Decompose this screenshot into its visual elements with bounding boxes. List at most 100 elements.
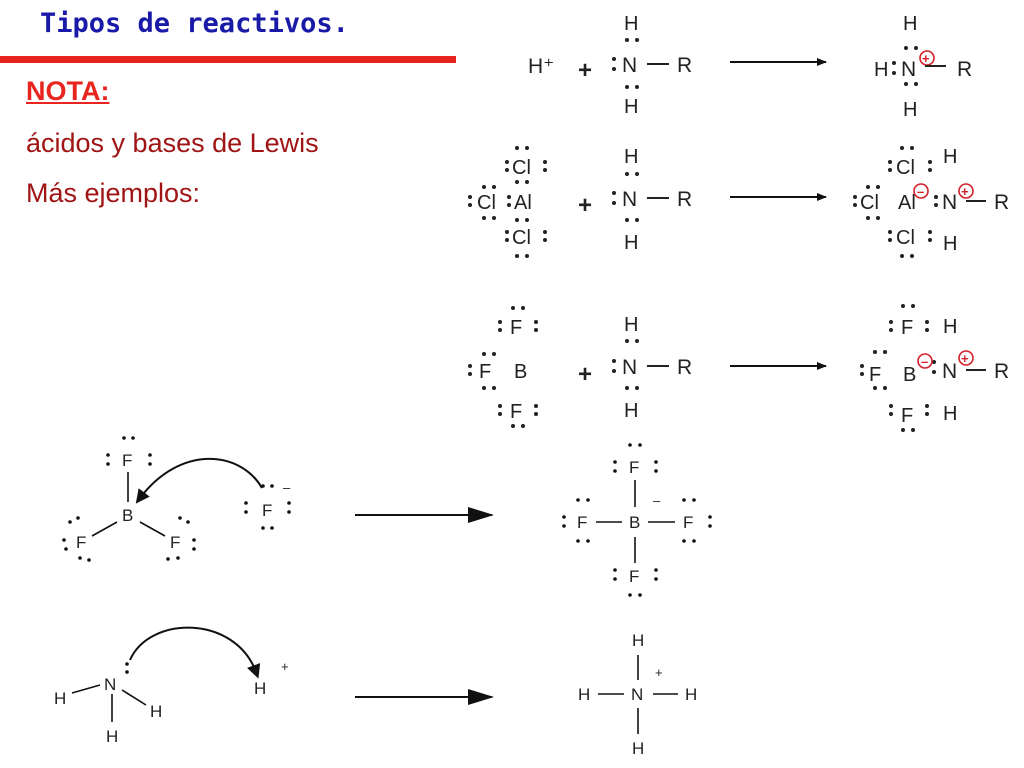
reaction-row-4: F B F F F – F F B – F	[62, 436, 712, 597]
atom-h: H	[943, 316, 957, 338]
plus-sign: +	[578, 192, 592, 219]
charge-plus: +	[961, 351, 969, 366]
atom-r: R	[994, 191, 1009, 214]
atom-h: H	[943, 146, 957, 168]
atom-n: N	[631, 685, 643, 704]
plus-sign: +	[578, 361, 592, 388]
atom-f: F	[869, 364, 881, 386]
charge-minus: –	[653, 493, 661, 508]
atom-r: R	[677, 188, 692, 211]
atom-f: F	[262, 501, 272, 520]
atom-f: F	[577, 513, 587, 532]
lone-pair-dots	[612, 339, 639, 390]
atom-b: B	[122, 506, 133, 525]
lone-pair-dots	[62, 436, 291, 562]
atom-f: F	[629, 567, 639, 586]
atom-h: H	[874, 59, 888, 81]
title-underline-bar	[0, 56, 456, 63]
atom-r: R	[994, 360, 1009, 383]
bond	[91, 521, 118, 537]
lone-pair-dots	[468, 306, 538, 428]
atom-n: N	[942, 191, 957, 214]
atom-h: H	[624, 314, 638, 336]
lone-pair-dots	[612, 38, 639, 89]
atom-h: H	[624, 146, 638, 168]
atom-b: B	[629, 513, 640, 532]
note-line-lewis: ácidos y bases de Lewis	[26, 128, 319, 158]
atom-h: H	[624, 96, 638, 118]
atom-cl: Cl	[512, 157, 531, 179]
atom-al: Al	[898, 192, 916, 214]
atom-cl: Cl	[860, 192, 879, 214]
charge-minus: –	[283, 480, 291, 495]
atom-f: F	[510, 401, 522, 423]
atom-h: H	[685, 685, 697, 704]
atom-b: B	[903, 364, 916, 386]
lone-pair-dots	[612, 172, 639, 222]
bond-pair-dots	[892, 46, 918, 86]
bond	[139, 521, 166, 537]
atom-f: F	[683, 513, 693, 532]
atom-cl: Cl	[896, 227, 915, 249]
atom-n: N	[942, 360, 957, 383]
negative-charge-icon	[913, 183, 929, 199]
lone-pair-dots	[125, 662, 129, 674]
charge-plus: +	[961, 184, 969, 199]
atom-h: H	[903, 13, 917, 35]
atom-f: F	[629, 458, 639, 477]
atom-f: F	[901, 317, 913, 339]
atom-h: H	[54, 689, 66, 708]
lone-pair-dots	[853, 146, 938, 258]
charge-plus: +	[922, 51, 930, 66]
charge-minus: –	[921, 354, 928, 369]
lone-pair-dots	[468, 146, 547, 258]
atom-r: R	[677, 356, 692, 379]
negative-charge-icon	[917, 353, 933, 369]
atom-f: F	[510, 317, 522, 339]
reaction-row-2: Cl Cl Al Cl + H N R H Cl Cl	[468, 146, 1009, 258]
positive-charge-icon	[958, 350, 974, 366]
atom-n: N	[901, 58, 916, 81]
atom-h: H	[254, 679, 266, 698]
reaction-row-5: N H H H H + H H N + H H	[54, 626, 697, 758]
note-line-examples: Más ejemplos:	[26, 178, 201, 208]
atom-h: H	[632, 739, 644, 758]
reaction-row-1: H⁺ + H N R H H H N + R H	[528, 13, 972, 121]
lone-pair-dots	[860, 304, 936, 432]
atom-h: H	[106, 727, 118, 746]
atom-r: R	[677, 54, 692, 77]
atom-n: N	[104, 675, 116, 694]
atom-r: R	[957, 58, 972, 81]
atom-al: Al	[514, 192, 532, 214]
atom-f: F	[479, 361, 491, 383]
charge-plus: +	[655, 665, 663, 680]
atom-h: H	[624, 13, 638, 35]
atom-h: H	[632, 631, 644, 650]
atom-n: N	[622, 54, 637, 77]
bond	[71, 684, 101, 694]
reaction-row-3: F F B F + H N R H F F B	[468, 304, 1009, 432]
reactant-proton: H⁺	[528, 55, 554, 78]
atom-n: N	[622, 356, 637, 379]
atom-f: F	[170, 533, 180, 552]
atom-h: H	[150, 702, 162, 721]
slide-title: Tipos de reactivos.	[40, 8, 349, 39]
charge-plus: +	[281, 659, 289, 674]
atom-cl: Cl	[512, 227, 531, 249]
atom-h: H	[943, 233, 957, 255]
atom-f: F	[901, 405, 913, 427]
lone-pair-dots	[562, 443, 712, 597]
atom-f: F	[76, 533, 86, 552]
atom-cl: Cl	[896, 157, 915, 179]
atom-n: N	[622, 188, 637, 211]
plus-sign: +	[578, 57, 592, 84]
electron-flow-arrow	[129, 626, 261, 679]
electron-flow-arrow	[135, 457, 263, 504]
note-heading: NOTA:	[26, 76, 110, 106]
atom-b: B	[514, 361, 527, 383]
positive-charge-icon	[958, 183, 974, 199]
bond	[121, 689, 147, 706]
atom-f: F	[122, 451, 132, 470]
atom-cl: Cl	[477, 192, 496, 214]
